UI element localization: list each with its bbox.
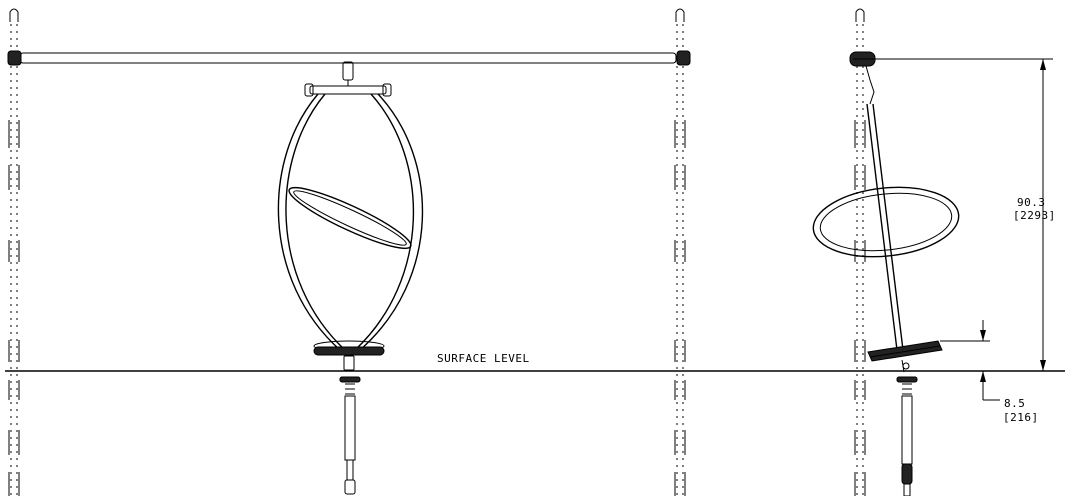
side-spring-post <box>896 359 918 496</box>
height-dimension-inches: 90.3 <box>1017 196 1046 209</box>
right-bar-clamp <box>676 50 691 66</box>
middle-post <box>674 8 686 496</box>
side-hanger-arm <box>865 65 904 351</box>
tilted-hoop <box>288 186 412 250</box>
side-hoop <box>812 186 960 258</box>
side-bar-clamp <box>849 51 876 67</box>
depth-dimension <box>980 371 1000 401</box>
front-spring-post <box>339 376 361 495</box>
surface-level-label: SURFACE LEVEL <box>437 352 530 365</box>
oval-loop-frame <box>277 93 424 351</box>
swing-hanger <box>304 61 392 97</box>
top-crossbar <box>7 50 691 66</box>
left-post <box>8 8 20 496</box>
depth-dimension-mm: [216] <box>1003 411 1039 424</box>
pad-height-dimension <box>940 320 990 342</box>
side-foot-pad <box>867 340 943 362</box>
left-bar-clamp <box>7 50 22 66</box>
side-view-post <box>854 8 866 496</box>
depth-dimension-inches: 8.5 <box>1004 397 1025 410</box>
height-dimension <box>872 58 1053 371</box>
height-dimension-mm: [2293] <box>1013 209 1056 222</box>
front-foot-pad <box>313 340 385 371</box>
